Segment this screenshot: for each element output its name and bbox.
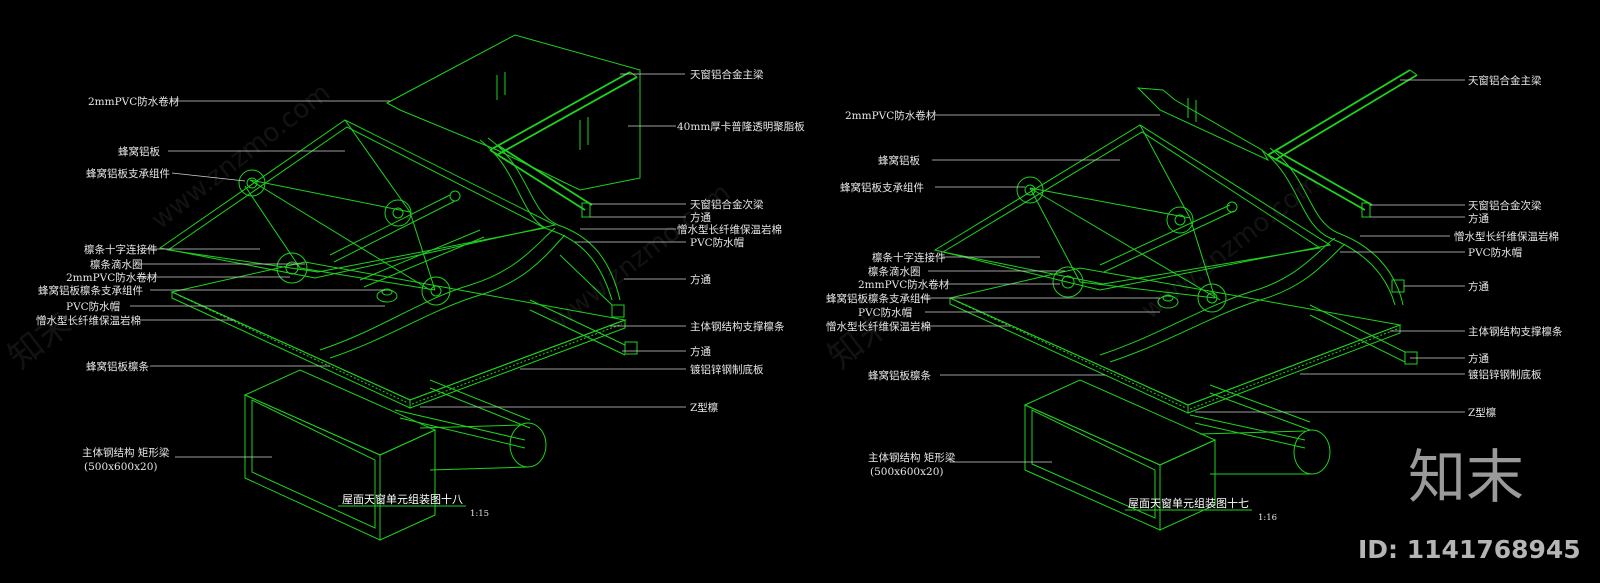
drawing-scale: 1:16 <box>1258 513 1277 523</box>
label-rock-wool-left: 憎水型长纤维保温岩棉 <box>826 320 931 333</box>
label-square-tube-1: 方通 <box>1468 212 1490 225</box>
label-base-plate: 镀铝锌钢制底板 <box>1468 368 1542 381</box>
label-square-tube-1: 方通 <box>690 211 711 224</box>
watermark-layer: www.znzmo.com www.znzmo.com www.znzmo.co… <box>1 78 1326 377</box>
label-pvc-membrane-top: 2mmPVC防水卷材 <box>845 109 937 122</box>
label-rock-wool-right: 憎水型长纤维保温岩棉 <box>1454 230 1559 243</box>
label-rect-beam: 主体钢结构 矩形梁 <box>82 446 170 459</box>
drawing-title: 屋面天窗单元组装图十八 <box>342 492 463 506</box>
label-purlin-drip: 檩条滴水圈 <box>868 265 921 278</box>
label-rect-beam: 主体钢结构 矩形梁 <box>868 451 956 464</box>
label-square-tube-2: 方通 <box>1468 280 1490 293</box>
label-pvc-membrane-top: 2mmPVC防水卷材 <box>88 95 180 108</box>
label-z-purlin: Z型檩 <box>1468 406 1496 419</box>
brand-logo: 知末 <box>1408 443 1524 511</box>
label-pvc-membrane-mid: 2mmPVC防水卷材 <box>66 271 158 284</box>
label-purlin-cross: 檩条十字连接件 <box>84 243 158 256</box>
label-pvc-cap-right: PVC防水帽 <box>690 236 744 249</box>
label-rock-wool-left: 憎水型长纤维保温岩棉 <box>36 314 141 327</box>
drawing-17-leaders <box>920 79 1465 463</box>
label-square-tube-3: 方通 <box>690 345 711 358</box>
label-honeycomb-purlin: 蜂窝铝板檩条 <box>86 360 149 373</box>
label-rect-beam-size: (500x600x20) <box>84 461 157 473</box>
label-z-purlin: Z型檩 <box>690 401 718 414</box>
label-polycarbonate-panel: 40mm厚卡普隆透明聚脂板 <box>677 120 805 133</box>
image-id: ID: 1141768945 <box>1358 535 1581 564</box>
label-steel-purlin: 主体钢结构支撑檩条 <box>690 320 785 333</box>
watermark-site: www.znzmo.com <box>546 178 736 336</box>
label-pvc-cap-right: PVC防水帽 <box>1468 246 1522 259</box>
label-base-plate: 镀铝锌钢制底板 <box>690 363 764 376</box>
drawing-18-leaders <box>130 73 686 458</box>
label-square-tube-3: 方通 <box>1468 352 1490 365</box>
label-steel-purlin: 主体钢结构支撑檩条 <box>1468 325 1563 338</box>
label-pvc-cap-left: PVC防水帽 <box>66 300 120 313</box>
label-rock-wool-right: 憎水型长纤维保温岩棉 <box>677 223 782 236</box>
label-honeycomb-purlin: 蜂窝铝板檩条 <box>868 369 931 382</box>
label-pvc-cap-left: PVC防水帽 <box>858 306 912 319</box>
label-honeycomb-purlin-support: 蜂窝铝板檩条支承组件 <box>38 284 143 297</box>
label-aluminum-main-beam: 天窗铝合金主梁 <box>1468 74 1542 87</box>
label-honeycomb-purlin-support: 蜂窝铝板檩条支承组件 <box>826 292 931 305</box>
label-square-tube-2: 方通 <box>690 273 711 286</box>
watermark-site: www.znzmo.com <box>1136 168 1326 326</box>
drawing-18-labels: 天窗铝合金主梁 2mmPVC防水卷材 40mm厚卡普隆透明聚脂板 蜂窝铝板 蜂窝… <box>36 68 805 519</box>
label-purlin-cross: 檩条十字连接件 <box>872 251 946 264</box>
label-honeycomb-panel: 蜂窝铝板 <box>878 154 920 167</box>
label-aluminum-secondary-beam: 天窗铝合金次梁 <box>1468 199 1542 212</box>
drawing-17-labels: 天窗铝合金主梁 2mmPVC防水卷材 蜂窝铝板 蜂窝铝板支承组件 天窗铝合金次梁… <box>826 74 1563 523</box>
drawing-17-linework <box>933 69 1418 531</box>
drawing-scale: 1:15 <box>470 509 489 519</box>
label-honeycomb-panel: 蜂窝铝板 <box>118 145 160 158</box>
label-rect-beam-size: (500x600x20) <box>870 466 943 478</box>
drawing-title: 屋面天窗单元组装图十七 <box>1128 496 1249 510</box>
label-honeycomb-support: 蜂窝铝板支承组件 <box>840 181 924 194</box>
label-aluminum-main-beam: 天窗铝合金主梁 <box>690 68 764 81</box>
label-honeycomb-support: 蜂窝铝板支承组件 <box>86 167 170 180</box>
drawing-18-linework <box>158 34 641 541</box>
label-purlin-drip: 檩条滴水圈 <box>90 258 143 271</box>
label-aluminum-secondary-beam: 天窗铝合金次梁 <box>690 198 764 211</box>
label-pvc-membrane-mid: 2mmPVC防水卷材 <box>858 278 950 291</box>
